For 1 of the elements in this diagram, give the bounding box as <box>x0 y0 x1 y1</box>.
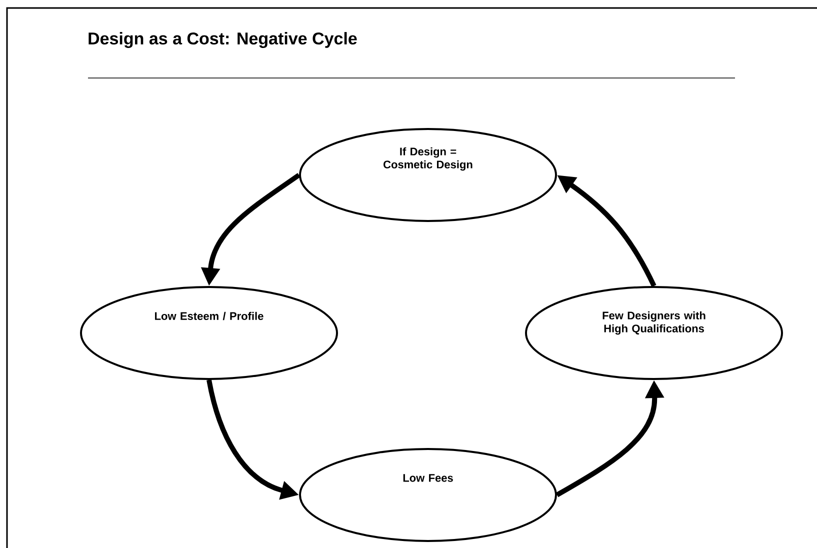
title: Design as a Cost: Negative Cycle <box>88 32 357 48</box>
